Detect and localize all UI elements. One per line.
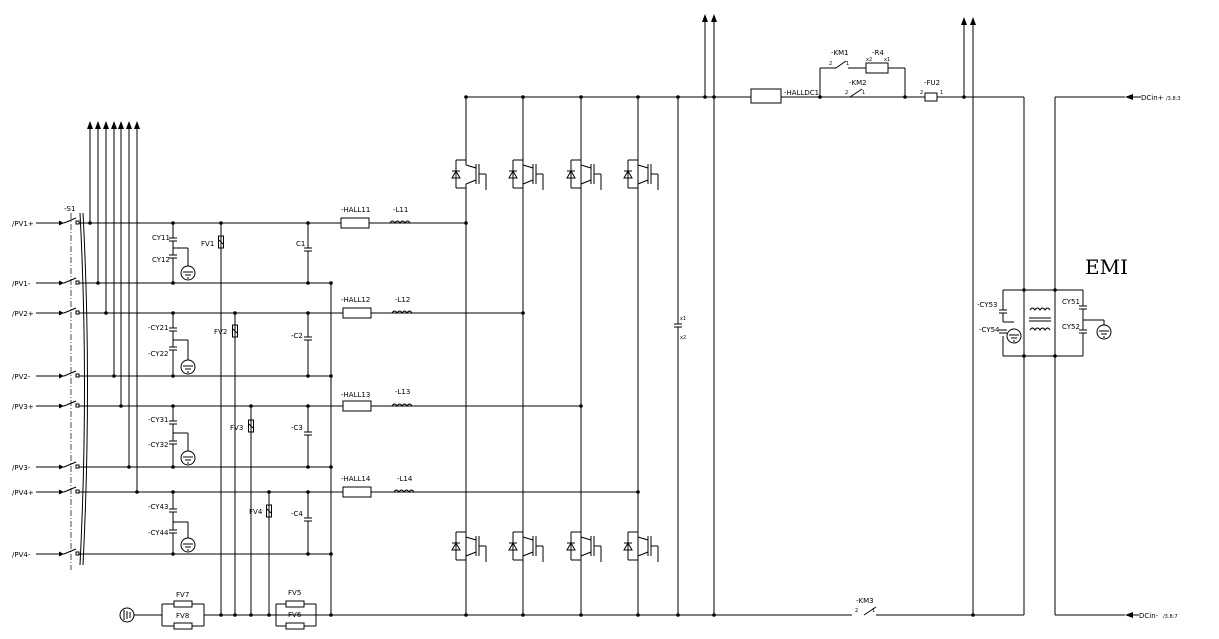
precharge-circuit: -KM1 2 1 -R4 x2 x1 -KM2 2 1 [818, 49, 907, 99]
switch-s1: -S1 [64, 205, 88, 570]
y-capacitors: CY11 CY12 -CY21 -CY22 -CY31 -CY32 -CY43 [148, 221, 196, 556]
label-pv2-minus: /PV2- [12, 373, 31, 381]
label-cy12: CY12 [152, 256, 170, 264]
label-hall12: -HALL12 [341, 296, 370, 304]
label-cy44: -CY44 [148, 529, 169, 537]
label-km1: -KM1 [831, 49, 849, 57]
sense-lines [87, 121, 140, 494]
contactor-km3: -KM3 2 1 [855, 597, 877, 616]
x-capacitors: C1 -C2 -C3 -C4 [291, 221, 312, 556]
label-cy11: CY11 [152, 234, 170, 242]
label-pv1-plus: /PV1+ [12, 220, 34, 228]
label-halldc1: -HALLDC1 [784, 89, 819, 97]
label-c1: C1 [296, 240, 305, 248]
label-fu2-pin1: 1 [940, 90, 943, 96]
label-km3-pin1: 1 [872, 608, 875, 614]
label-km1-pin2: 2 [829, 61, 832, 67]
label-l13: -L13 [395, 388, 410, 396]
label-fv1: FV1 [201, 240, 214, 248]
label-cy53: -CY53 [977, 301, 997, 309]
dc-arrows-right [961, 17, 976, 617]
label-cy43: -CY43 [148, 503, 168, 511]
label-dcin-minus-ref: /3.8:7 [1163, 614, 1178, 620]
label-l12: -L12 [395, 296, 410, 304]
fuse-fu2: -FU2 2 1 [920, 79, 943, 102]
label-cy21: -CY21 [148, 324, 168, 332]
label-r4-x1: x1 [884, 57, 890, 63]
label-l11: -L11 [393, 206, 408, 214]
label-km3: -KM3 [856, 597, 874, 605]
label-km2: -KM2 [849, 79, 867, 87]
label-l14: -L14 [397, 475, 413, 483]
label-fv6: FV6 [288, 611, 302, 619]
label-fv2: FV2 [214, 328, 227, 336]
label-x2: x2 [680, 335, 686, 341]
emi-filter: EMI -CY53 -CY54 CY51 CY52 [977, 255, 1128, 358]
label-pv3-minus: /PV3- [12, 464, 31, 472]
label-fv7: FV7 [176, 591, 189, 599]
label-pv1-minus: /PV1- [12, 280, 31, 288]
label-km2-pin2: 2 [845, 90, 848, 96]
label-pv4-plus: /PV4+ [12, 489, 34, 497]
label-fv3: FV3 [230, 424, 243, 432]
label-hall11: -HALL11 [341, 206, 370, 214]
dc-outputs: DCin+ /3.8:3 DCin- /3.8:7 [1125, 94, 1181, 620]
label-km1-pin1: 1 [846, 61, 849, 67]
label-pv2-plus: /PV2+ [12, 310, 34, 318]
label-fv8: FV8 [176, 612, 189, 620]
label-cy52: CY52 [1062, 323, 1080, 331]
label-pv3-plus: /PV3+ [12, 403, 34, 411]
label-cy51: CY51 [1062, 298, 1080, 306]
label-dcin-plus-ref: /3.8:3 [1166, 96, 1181, 102]
label-dcin-plus: DCin+ [1141, 94, 1164, 102]
label-c3: -C3 [291, 424, 303, 432]
label-s1: -S1 [64, 205, 75, 213]
varistors: FV1 FV2 FV3 FV4 [201, 221, 272, 615]
label-r4-x2: x2 [866, 57, 872, 63]
label-cy32: -CY32 [148, 441, 168, 449]
label-c2: -C2 [291, 332, 303, 340]
label-fu2: -FU2 [924, 79, 940, 87]
label-hall13: -HALL13 [341, 391, 370, 399]
label-cy22: -CY22 [148, 350, 168, 358]
label-dcin-minus: DCin- [1139, 612, 1159, 620]
label-fv4: FV4 [249, 508, 263, 516]
label-km2-pin1: 1 [862, 90, 865, 96]
label-emi: EMI [1085, 255, 1128, 279]
label-x1: x1 [680, 316, 686, 322]
label-pv4-minus: /PV4- [12, 551, 31, 559]
hall-dc1: -HALLDC1 [750, 88, 819, 104]
bus-capacitor: x1 x2 [674, 95, 686, 617]
dc-arrows-left [702, 14, 717, 617]
label-cy54: -CY54 [979, 326, 1000, 334]
label-fv5: FV5 [288, 589, 301, 597]
hall-sensors: -HALL11 -L11 -HALL12 -L12 -HALL13 -L13 -… [340, 206, 415, 498]
label-fu2-pin2: 2 [920, 90, 923, 96]
surge-protection: FV7 FV8 FV5 FV6 [119, 589, 333, 630]
label-hall14: -HALL14 [341, 475, 371, 483]
label-cy31: -CY31 [148, 416, 168, 424]
label-km3-pin2: 2 [855, 608, 858, 614]
label-c4: -C4 [291, 510, 303, 518]
label-r4: -R4 [872, 49, 884, 57]
